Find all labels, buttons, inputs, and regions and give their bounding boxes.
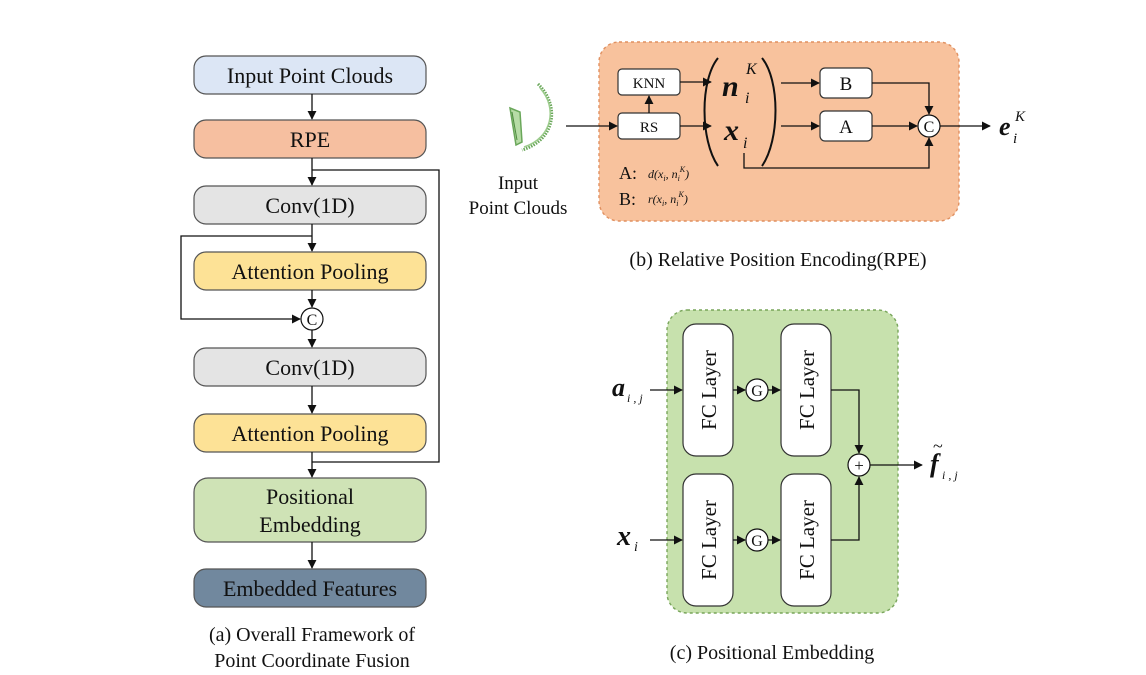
caption-a-line2: Point Coordinate Fusion	[214, 650, 410, 672]
panel-b-rpe: Input Point Clouds KNN RS n i K x i B A …	[469, 41, 1026, 271]
f-tilde-ij-tilde: ~	[933, 436, 943, 456]
positional-embedding-label-line1: Positional	[266, 484, 354, 509]
definition-b: B: r(xi, niK)	[619, 189, 688, 209]
attention-pooling-box-1	[193, 251, 427, 291]
fc-layer-label-bottom-right: FC Layer	[795, 500, 819, 580]
embedded-features-label: Embedded Features	[223, 576, 397, 601]
rpe-label: RPE	[290, 127, 330, 152]
conv1d-box-1	[193, 185, 427, 225]
right-paren	[761, 57, 777, 167]
knn-label: KNN	[633, 76, 666, 92]
box-b-label: B	[840, 74, 853, 95]
caption-c: (c) Positional Embedding	[670, 642, 874, 664]
conv1d-label-2: Conv(1D)	[265, 355, 354, 380]
positional-embedding-label-line2: Embedding	[259, 512, 360, 537]
definition-a-label: A:	[619, 163, 637, 183]
concat-node-a-label: C	[307, 312, 318, 329]
embedded-features-box	[193, 568, 427, 608]
e-i-k-symbol: e	[999, 112, 1011, 141]
point-cloud-icon	[509, 82, 554, 152]
x-i-symbol: x	[723, 114, 739, 147]
n-i-k-subscript: i	[745, 90, 749, 107]
panel-c-positional-embedding: FC Layer FC Layer FC Layer FC Layer G G …	[612, 309, 958, 664]
sum-node-label: +	[854, 456, 864, 475]
input-point-clouds-label: Input Point Clouds	[227, 63, 393, 88]
fc-layer-label-top-right: FC Layer	[795, 350, 819, 430]
rpe-box	[193, 119, 427, 159]
a-ij-symbol: a	[612, 373, 625, 402]
fc-layer-label-top-left: FC Layer	[697, 350, 721, 430]
panel-a-arrows	[180, 94, 440, 569]
input-point-clouds-box	[193, 55, 427, 95]
panel-b-arrows	[566, 77, 991, 169]
concat-node-b-label: C	[924, 119, 935, 136]
f-tilde-ij-subscript: i , j	[942, 468, 958, 482]
n-i-k-superscript: K	[745, 61, 758, 78]
e-i-k-subscript: i	[1013, 131, 1017, 147]
definition-a: A: d(xi, niK)	[619, 163, 689, 183]
n-i-k-symbol: n	[722, 70, 739, 103]
input-point-clouds-line1: Input	[498, 173, 539, 194]
rs-label: RS	[640, 120, 658, 136]
left-paren	[703, 57, 719, 167]
conv1d-label-1: Conv(1D)	[265, 193, 354, 218]
panel-a-framework: Input Point Clouds RPE Conv(1D) Attentio…	[180, 55, 440, 672]
gelu-node-top-label: G	[751, 383, 763, 400]
box-a-label: A	[839, 117, 853, 138]
a-ij-subscript: i , j	[627, 391, 643, 405]
panel-c-arrows	[650, 385, 923, 545]
x-i-subscript: i	[743, 135, 747, 152]
conv1d-box-2	[193, 347, 427, 387]
definition-a-formula: d(xi, niK)	[648, 165, 689, 183]
fc-layer-label-bottom-left: FC Layer	[697, 500, 721, 580]
f-tilde-ij-symbol: f	[930, 449, 941, 478]
attention-pooling-label-2: Attention Pooling	[231, 421, 388, 446]
attention-pooling-box-2	[193, 413, 427, 453]
input-point-clouds-line2: Point Clouds	[469, 198, 568, 219]
attention-pooling-label-1: Attention Pooling	[231, 259, 388, 284]
x-i-input-symbol: x	[616, 521, 631, 552]
caption-a-line1: (a) Overall Framework of	[209, 624, 415, 646]
gelu-node-bottom-label: G	[751, 533, 763, 550]
definition-b-formula: r(xi, niK)	[648, 190, 688, 208]
caption-b: (b) Relative Position Encoding(RPE)	[629, 249, 926, 271]
definition-b-label: B:	[619, 189, 636, 209]
x-i-input-subscript: i	[634, 540, 638, 555]
positional-embedding-box	[193, 477, 427, 543]
e-i-k-superscript: K	[1014, 109, 1026, 125]
